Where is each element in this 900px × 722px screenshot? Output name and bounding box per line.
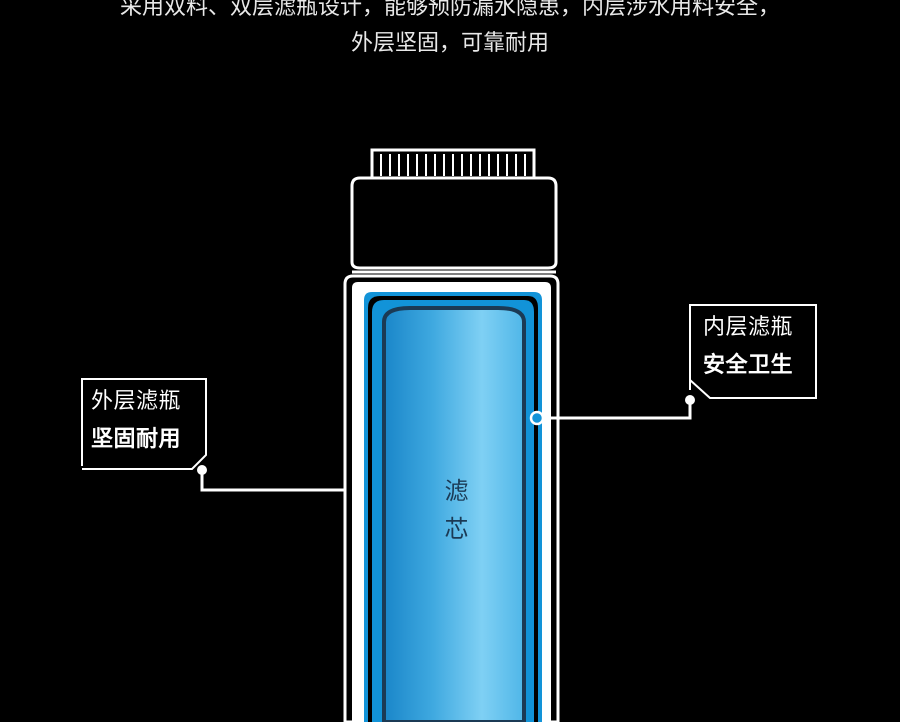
inner-bottle-subtitle: 安全卫生: [703, 353, 794, 378]
inner-bottle-leader: [529, 395, 695, 426]
outer-bottle-callout: 外层滤瓶 坚固耐用: [91, 388, 181, 454]
filter-core-label: 滤芯: [432, 478, 476, 554]
filter-core: [382, 306, 526, 722]
intro-text-line-2: 外层坚固，可靠耐用: [350, 31, 549, 56]
bottle-cap: [350, 148, 558, 274]
outer-bottle-subtitle: 坚固耐用: [91, 427, 182, 452]
inner-bottle-callout-frame: [689, 304, 817, 399]
intro-text-line-1: 采用双料、双层滤瓶设计，能够预防漏水隐患，内层涉水用料安全，: [119, 0, 780, 20]
inner-bottle-title: 内层滤瓶: [703, 315, 794, 340]
filter-core-label-text: 滤芯: [440, 478, 468, 554]
cap-ridges: [380, 154, 526, 176]
outer-bottle-leader: [197, 465, 345, 492]
outer-bottle-title: 外层滤瓶: [91, 389, 182, 414]
outer-bottle-callout-frame: [81, 378, 207, 470]
inner-bottle-callout: 内层滤瓶 安全卫生: [703, 314, 793, 380]
